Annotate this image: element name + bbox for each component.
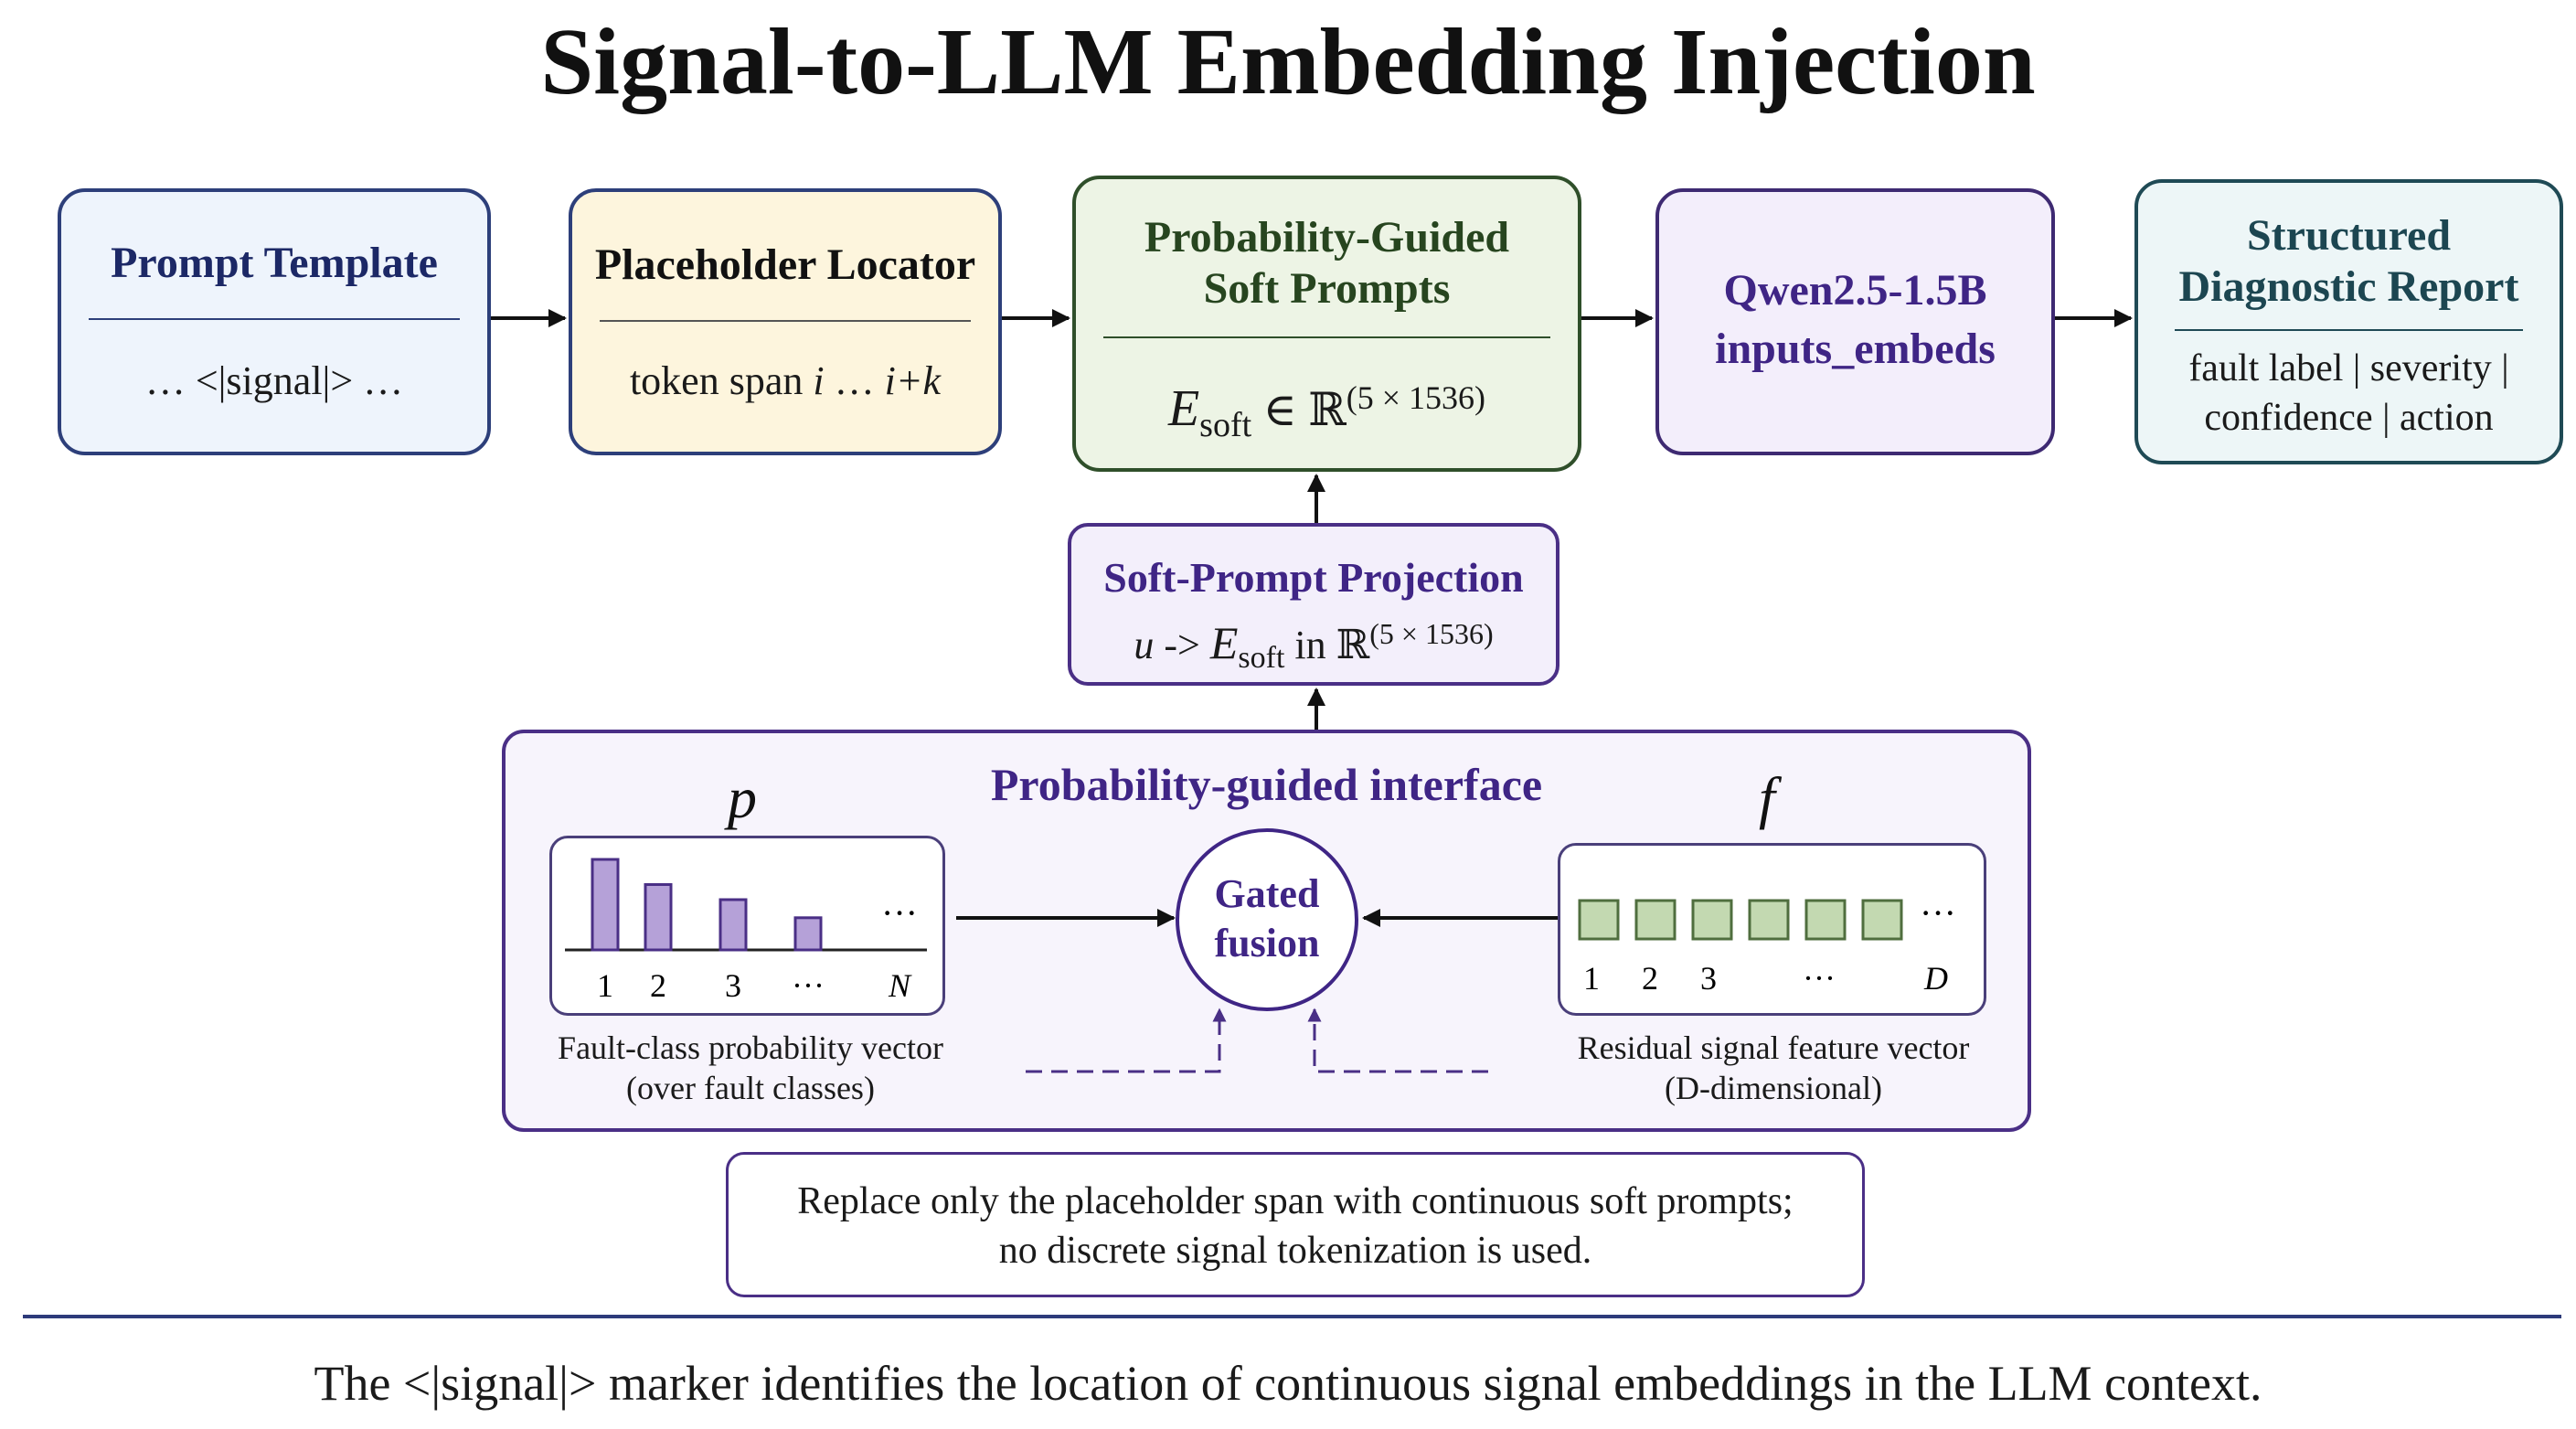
token-span-text: token span — [629, 358, 814, 403]
llm-box: Qwen2.5-1.5B inputs_embeds — [1655, 188, 2055, 455]
dims: (5 × 1536) — [1346, 379, 1486, 416]
dashed-guide-left — [1026, 1008, 1227, 1073]
feature-cell — [1578, 899, 1620, 941]
soft-prompt-projection-box: Soft-Prompt Projection u -> Esoft in ℝ(5… — [1068, 523, 1559, 686]
projection-formula: u -> Esoft in ℝ(5 × 1536) — [1071, 609, 1556, 683]
feature-cell — [1634, 899, 1677, 941]
feat-tick-label: D — [1923, 960, 1948, 997]
prob-tick-label: ··· — [792, 967, 825, 1004]
prob-tick-label: 2 — [650, 967, 666, 1004]
divider — [1103, 336, 1550, 338]
feat-caption-line1: Residual signal feature vector — [1577, 1029, 1970, 1066]
feat-caption-line2: (D-dimensional) — [1665, 1070, 1882, 1106]
note-line1: Replace only the placeholder span with c… — [797, 1180, 1794, 1222]
var-u: u — [1134, 623, 1155, 667]
subscript: soft — [1238, 641, 1285, 675]
placeholder-locator-title: Placeholder Locator — [594, 240, 976, 289]
prob-caption-line1: Fault-class probability vector — [558, 1029, 943, 1066]
prob-ellipsis: ··· — [881, 892, 918, 933]
prompt-template-box: Prompt Template … <|signal|> … — [58, 188, 491, 455]
real-space: ℝ — [1336, 623, 1370, 667]
feat-tick-label: 1 — [1583, 960, 1600, 997]
prob-bar — [719, 898, 748, 952]
fusion-line1: Gated — [1215, 871, 1320, 916]
note-box: Replace only the placeholder span with c… — [726, 1152, 1865, 1297]
placeholder-locator-content: token span i … i+k — [572, 357, 998, 406]
divider — [600, 320, 971, 322]
report-title-line1: Structured — [2246, 211, 2452, 260]
feature-cell — [1861, 899, 1903, 941]
real-space: ℝ — [1308, 384, 1347, 435]
var-i: i — [813, 358, 825, 403]
prob-tick-label: 3 — [725, 967, 741, 1004]
feature-cell — [1748, 899, 1790, 941]
prob-tick-label: N — [888, 967, 912, 1004]
prob-bar — [644, 883, 673, 952]
divider — [2175, 329, 2523, 331]
feat-tick-label: 2 — [1642, 960, 1658, 997]
gated-fusion-node — [1176, 828, 1358, 1011]
feat-tick-label: ··· — [1803, 960, 1836, 997]
feat-caption: Residual signal feature vector (D-dimens… — [1517, 1028, 2029, 1108]
prompt-template-title: Prompt Template — [111, 239, 438, 287]
prob-bar — [793, 916, 823, 952]
divider — [89, 318, 460, 320]
prob-symbol: p — [728, 765, 757, 830]
var-ik: i+k — [884, 358, 942, 403]
bottom-rule — [23, 1315, 2561, 1318]
dims: (5 × 1536) — [1369, 617, 1494, 650]
e-symbol: E — [1209, 617, 1239, 668]
feat-tick-label: 3 — [1700, 960, 1717, 997]
arrow-text: -> — [1164, 623, 1200, 667]
prob-tick-label: 1 — [597, 967, 613, 1004]
note-line2: no discrete signal tokenization is used. — [998, 1230, 1592, 1272]
fusion-line2: fusion — [1215, 921, 1320, 965]
soft-prompts-formula: Esoft ∈ ℝ(5 × 1536) — [1076, 373, 1578, 450]
ellipsis-text: … — [824, 358, 885, 403]
page-title: Signal-to-LLM Embedding Injection — [540, 9, 2036, 114]
soft-prompts-title-line1: Probability-Guided — [1144, 213, 1510, 261]
prob-caption-line2: (over fault classes) — [626, 1070, 875, 1106]
interface-title: Probability-guided interface — [990, 759, 1543, 810]
feature-cell — [1691, 899, 1733, 941]
report-content-line1: fault label | severity | — [2188, 347, 2509, 389]
report-title-line2: Diagnostic Report — [2178, 262, 2519, 311]
report-content-line2: confidence | action — [2204, 397, 2494, 439]
feat-ellipsis: ··· — [1920, 892, 1956, 933]
dashed-guide-right — [1307, 1008, 1488, 1073]
e-symbol: E — [1167, 380, 1200, 437]
soft-prompts-box: Probability-Guided Soft Prompts Esoft ∈ … — [1072, 176, 1581, 472]
subscript: soft — [1199, 406, 1252, 444]
soft-prompts-title-line2: Soft Prompts — [1203, 264, 1451, 313]
prob-bar — [591, 858, 620, 952]
placeholder-locator-box: Placeholder Locator token span i … i+k — [569, 188, 1002, 455]
relation: ∈ — [1262, 384, 1297, 435]
report-box: Structured Diagnostic Report fault label… — [2134, 179, 2563, 464]
prob-caption: Fault-class probability vector (over fau… — [504, 1028, 997, 1108]
projection-title: Soft-Prompt Projection — [1103, 554, 1524, 601]
feature-cell — [1804, 899, 1847, 941]
feat-symbol: f — [1759, 765, 1775, 830]
figure-caption: The <|signal|> marker identifies the loc… — [314, 1356, 2262, 1411]
prompt-template-content: … <|signal|> … — [144, 358, 404, 403]
llm-line1: Qwen2.5-1.5B — [1723, 266, 1987, 315]
relation: in — [1294, 623, 1326, 667]
llm-line2: inputs_embeds — [1715, 325, 1996, 373]
